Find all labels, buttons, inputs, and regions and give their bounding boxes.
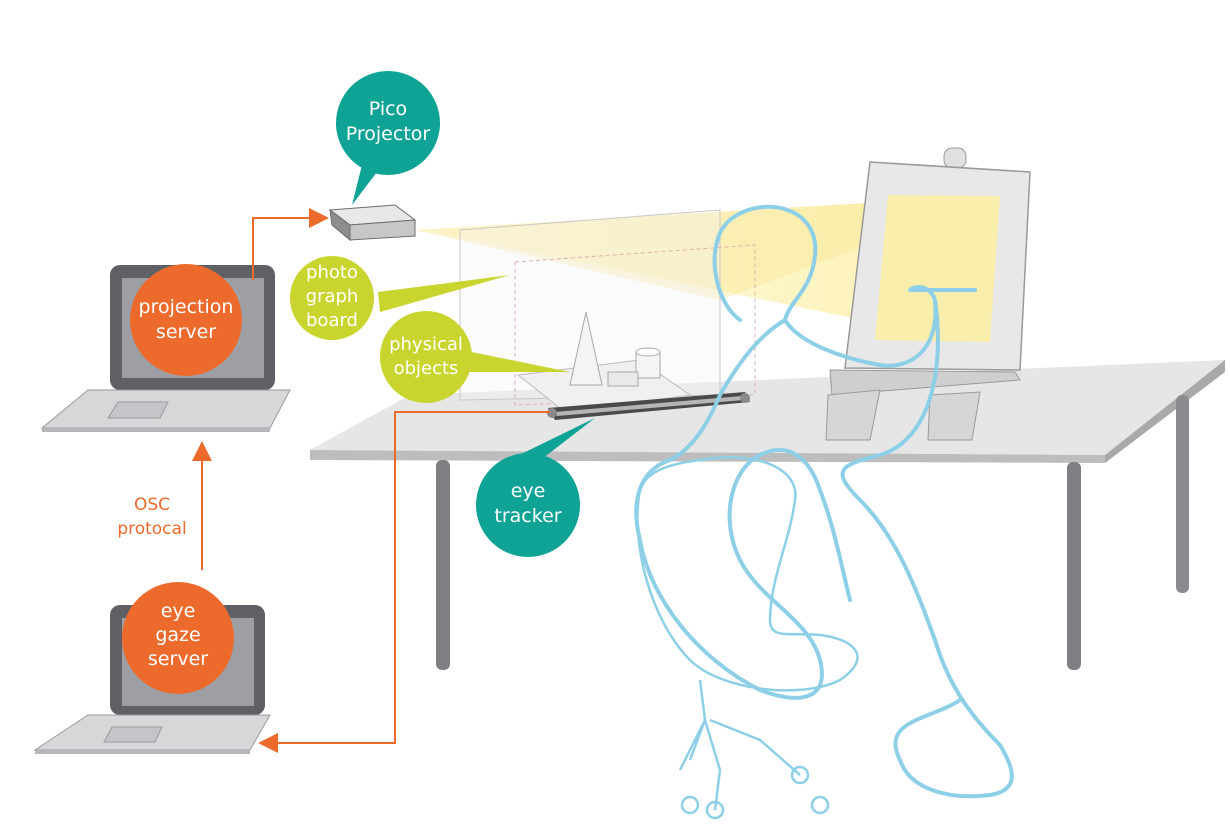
connection-arrows bbox=[192, 208, 550, 753]
eye-gaze-server-label-line3: server bbox=[148, 648, 208, 670]
projection-beam-inner bbox=[415, 195, 1000, 300]
photo-graph-board-label-line1: photo bbox=[306, 262, 358, 283]
physical-objects-label-line1: physical bbox=[389, 334, 463, 355]
cone-object bbox=[569, 311, 603, 386]
person-outline-icon bbox=[634, 204, 1014, 799]
photo-graph-board-label-line3: board bbox=[306, 310, 358, 331]
projection-server-label-line2: server bbox=[156, 321, 216, 343]
desk-side bbox=[1105, 360, 1225, 463]
desk-leg-front-right bbox=[1067, 462, 1081, 670]
desk-leg-back-right bbox=[1176, 395, 1189, 593]
projection-server-label-line1: projection bbox=[139, 296, 234, 318]
arrow-projection-to-projector bbox=[252, 208, 329, 280]
arrow-tracker-to-gaze bbox=[258, 411, 550, 753]
easel-icon bbox=[825, 147, 1031, 441]
eye-tracker-label-line2: tracker bbox=[494, 505, 561, 527]
eye-tracker-label-line1: eye bbox=[511, 480, 546, 502]
physical-objects bbox=[516, 311, 692, 420]
eye-gaze-server-bubble: eye gaze server bbox=[122, 582, 234, 694]
desk-top bbox=[310, 360, 1225, 455]
desk-leg-front-left bbox=[436, 460, 450, 670]
pico-projector-label-line1: Pico bbox=[369, 98, 407, 120]
desk bbox=[310, 360, 1225, 670]
eye-tracker-bubble: eye tracker bbox=[476, 418, 595, 557]
physical-objects-label-line2: objects bbox=[394, 358, 459, 379]
block-object bbox=[607, 371, 639, 387]
osc-label-line2: protocal bbox=[117, 519, 186, 539]
projection-server-bubble: projection server bbox=[130, 264, 242, 376]
chair-icon bbox=[636, 456, 859, 820]
projector-icon bbox=[328, 204, 417, 242]
pico-projector-label-line2: Projector bbox=[346, 123, 431, 145]
osc-protocal-label: OSC protocal bbox=[117, 495, 186, 539]
physical-objects-bubble: physical objects bbox=[380, 311, 570, 403]
osc-label-line1: OSC bbox=[134, 495, 170, 515]
eye-gaze-server-label-line2: gaze bbox=[155, 624, 200, 646]
photo-graph-board-bubble: photo graph board bbox=[290, 256, 510, 340]
eye-tracker-bar-icon bbox=[547, 392, 750, 420]
pico-projector-bubble: Pico Projector bbox=[336, 71, 440, 205]
photo-graph-board-label-line2: graph bbox=[306, 286, 359, 307]
eye-gaze-server-label-line1: eye bbox=[161, 600, 196, 622]
